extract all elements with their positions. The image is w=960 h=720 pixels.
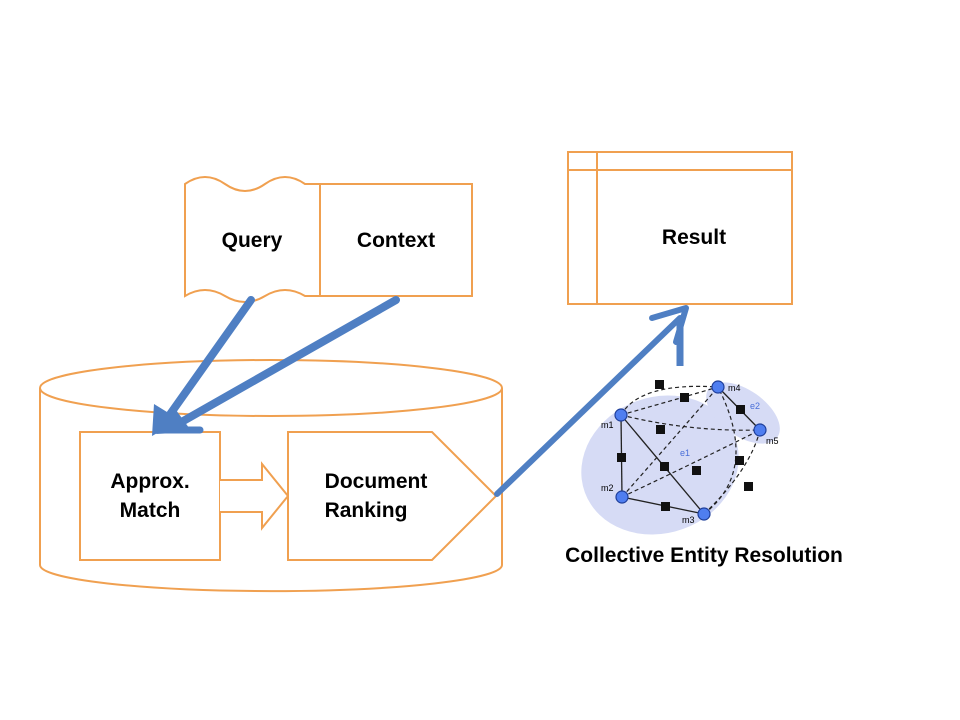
label-e1: e1: [680, 448, 690, 458]
document-ranking-label-1: Document: [325, 470, 428, 493]
label-m4: m4: [728, 383, 741, 393]
node-m3: [697, 507, 711, 521]
approx-match-box: [79, 431, 221, 561]
approx-match-label-2: Match: [120, 499, 181, 522]
node-m5: [753, 423, 767, 437]
context-box: [319, 183, 473, 297]
label-m5: m5: [766, 436, 779, 446]
label-m2: m2: [601, 483, 614, 493]
query-label: Query: [222, 229, 283, 252]
label-m3: m3: [682, 515, 695, 525]
entity-graph: m1 m2 m3 m4 m5 e1 e2: [581, 380, 780, 535]
node-m1: [614, 408, 628, 422]
context-arrow: [154, 296, 400, 434]
node-m2: [615, 490, 629, 504]
document-ranking-label-2: Ranking: [325, 499, 408, 522]
approx-match-label-1: Approx.: [110, 470, 189, 493]
result-label: Result: [662, 226, 726, 249]
document-ranking-box: [287, 431, 498, 561]
result-box: [567, 151, 793, 305]
node-m4: [711, 380, 725, 394]
collective-er-label: Collective Entity Resolution: [565, 544, 843, 567]
label-e2: e2: [750, 401, 760, 411]
context-label: Context: [357, 229, 435, 252]
label-m1: m1: [601, 420, 614, 430]
